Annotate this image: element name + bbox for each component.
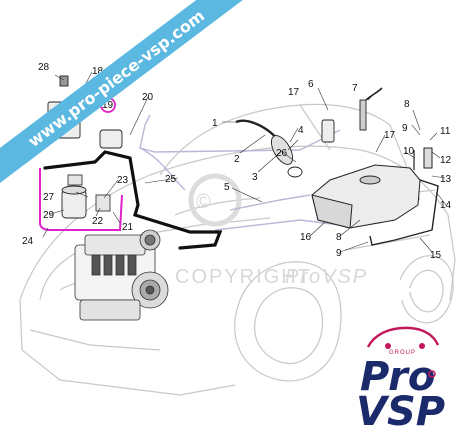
- pump-assembly: [235, 87, 383, 178]
- callout-3: 3: [252, 172, 258, 183]
- callout-19: 19: [102, 100, 114, 111]
- callout-11: 11: [440, 126, 451, 137]
- callouts: 1 2 3 4 5 6 7 8 9 10 11 12 13 14 15 16 1…: [22, 62, 452, 261]
- filter-assembly: [39, 168, 123, 231]
- callout-7: 7: [352, 83, 358, 94]
- callout-29: 29: [43, 210, 55, 221]
- callout-18: 18: [92, 66, 104, 77]
- callout-15: 15: [430, 250, 442, 261]
- callout-27: 27: [43, 192, 55, 203]
- callout-26: 26: [276, 148, 288, 159]
- callout-17-left: 17: [288, 87, 300, 98]
- callout-22: 22: [92, 216, 104, 227]
- callout-25: 25: [165, 174, 177, 185]
- callout-12: 12: [440, 155, 452, 166]
- callout-8: 8: [404, 99, 410, 110]
- callout-16: 16: [300, 232, 312, 243]
- pipe-lines: [139, 114, 341, 231]
- callout-9-lower: 9: [336, 248, 342, 259]
- callout-5: 5: [224, 182, 230, 193]
- watermark: © COPYRIGHT ProVSP: [175, 173, 368, 288]
- callout-28: 28: [38, 62, 50, 73]
- banner-url: www.pro-piece-vsp.com: [24, 6, 208, 151]
- callout-6: 6: [308, 79, 314, 90]
- callout-13: 13: [440, 174, 452, 185]
- car-outline: [19, 103, 456, 396]
- callout-14: 14: [440, 200, 452, 211]
- callout-4: 4: [298, 125, 304, 136]
- logo-pro-text: Pro: [360, 354, 435, 400]
- black-hose: [43, 150, 223, 250]
- callout-8-lower: 8: [336, 232, 342, 243]
- provsp-logo: GROUP Pro VSP: [356, 326, 445, 435]
- watermark-copyright: COPYRIGHT: [175, 266, 312, 288]
- leader-lines: [37, 71, 447, 253]
- callout-17-right: 17: [384, 130, 396, 141]
- watermark-brand: ProVSP: [285, 266, 368, 288]
- engine-block: [74, 229, 169, 321]
- callout-9: 9: [402, 123, 408, 134]
- callout-23: 23: [117, 175, 129, 186]
- callout-1: 1: [212, 118, 218, 129]
- logo-vsp-text: VSP: [356, 389, 445, 435]
- callout-20: 20: [142, 92, 154, 103]
- website-banner: www.pro-piece-vsp.com: [0, 0, 270, 197]
- callout-21-bottom: 21: [122, 222, 134, 233]
- svg-text:©: ©: [196, 191, 213, 213]
- fuel-tank: [311, 147, 439, 246]
- callout-10: 10: [403, 146, 415, 157]
- logo-group-text: GROUP: [389, 350, 416, 356]
- callout-2: 2: [234, 154, 240, 165]
- callout-24: 24: [22, 236, 34, 247]
